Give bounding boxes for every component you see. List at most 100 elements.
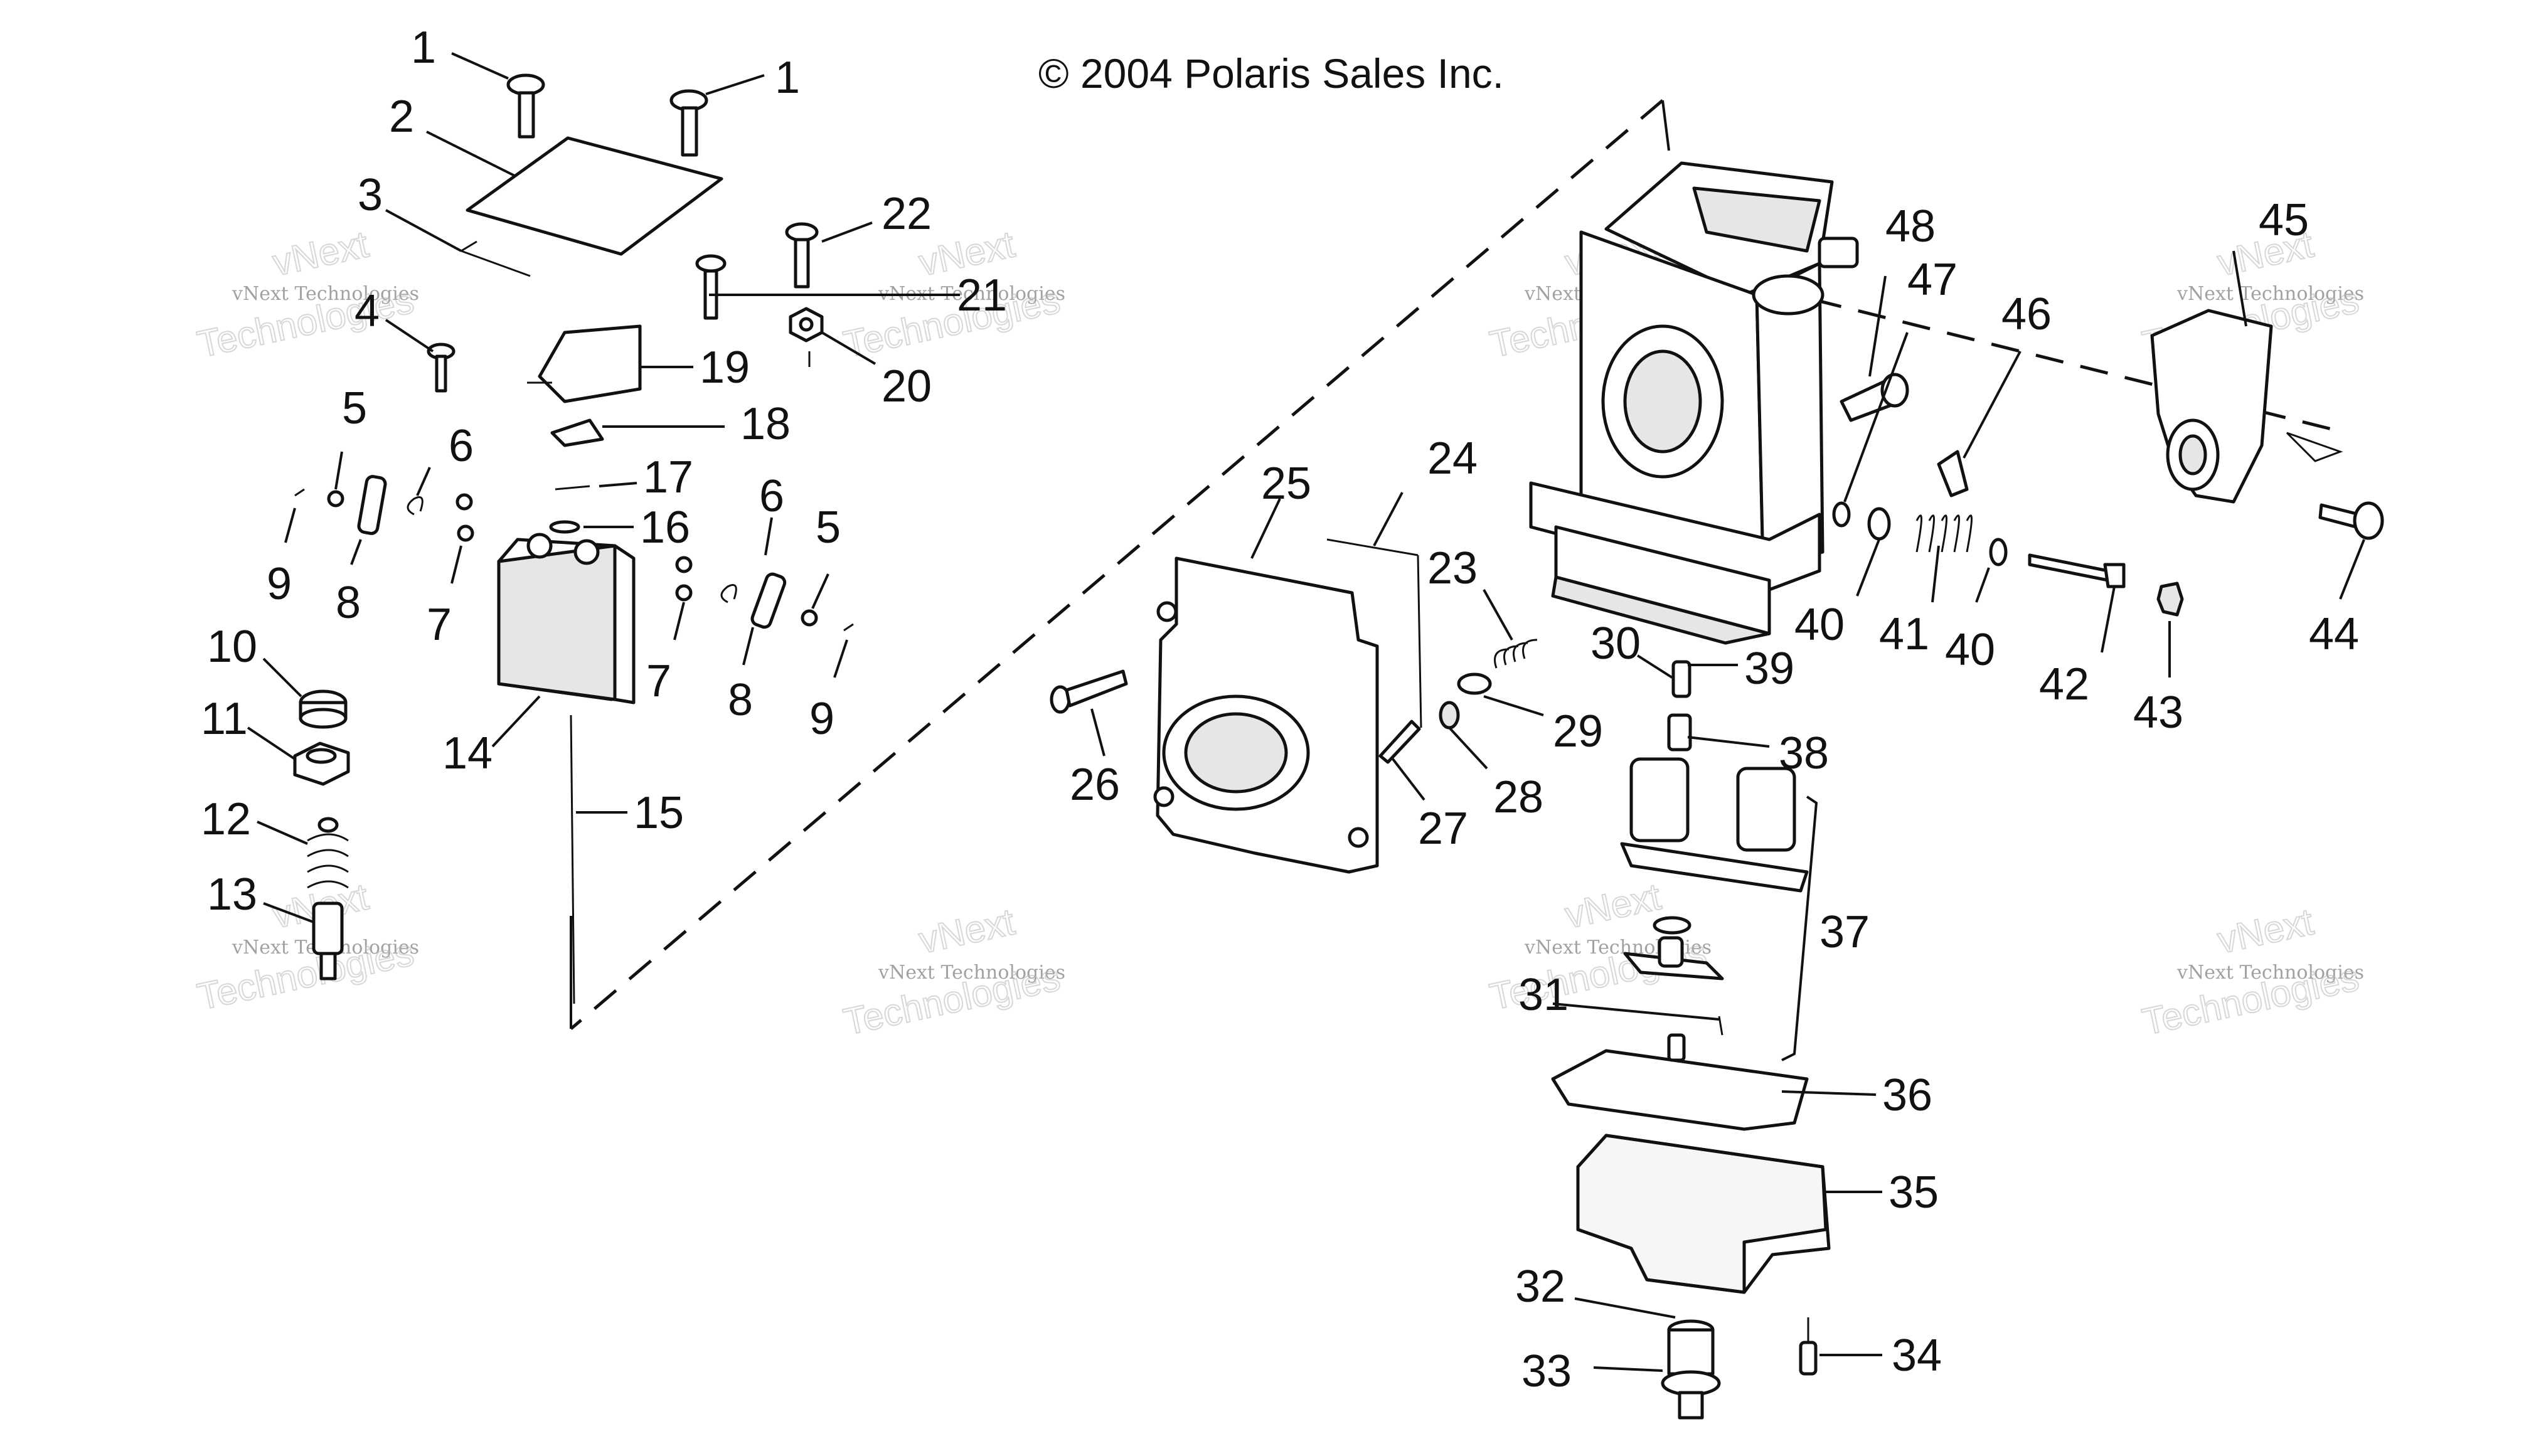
callout-20: 20 — [882, 361, 932, 412]
float-assembly — [1620, 757, 1809, 893]
callout-35: 35 — [1888, 1167, 1939, 1218]
callout-12: 12 — [201, 794, 251, 844]
drain-plug — [1661, 1319, 1721, 1420]
screw-1a — [506, 73, 545, 139]
screw-27 — [1378, 720, 1421, 764]
pin-42 — [2028, 553, 2126, 588]
washer-40b — [1989, 538, 2008, 566]
callout-47: 47 — [1907, 255, 1958, 305]
left-subassembly — [293, 73, 854, 1004]
bracket — [538, 324, 642, 403]
callout-31: 31 — [1518, 970, 1569, 1020]
plate-8b — [750, 572, 787, 629]
screw-22 — [785, 222, 819, 289]
callout-7a: 7 — [427, 600, 452, 650]
spring-23 — [1494, 639, 1538, 669]
screw-26 — [1050, 669, 1128, 714]
group-bracket — [1781, 795, 1818, 1061]
plate-8a — [357, 475, 387, 535]
nut-11 — [293, 741, 350, 786]
callout-37: 37 — [1819, 907, 1870, 957]
callout-21: 21 — [957, 270, 1007, 321]
spring-41 — [1915, 514, 1973, 553]
clip-9a — [294, 488, 305, 497]
callout-14: 14 — [442, 728, 493, 778]
ring-16 — [549, 520, 580, 534]
cap-10 — [299, 689, 348, 729]
callout-18: 18 — [740, 399, 791, 449]
jet-needle — [570, 715, 575, 1004]
callout-9b: 9 — [809, 694, 834, 744]
callout-27: 27 — [1418, 804, 1468, 854]
callout-16: 16 — [640, 502, 690, 553]
callout-26: 26 — [1070, 760, 1120, 810]
clip-6b — [720, 584, 737, 603]
watermark-bottom-center: vNext Technologies vNext Technologies — [839, 900, 1065, 1043]
callout-1a: 1 — [411, 23, 436, 73]
callout-28: 28 — [1493, 772, 1543, 822]
center-subassembly — [1050, 538, 1538, 874]
bowl-gasket — [1551, 1049, 1809, 1131]
callout-22: 22 — [882, 189, 932, 239]
cable-guide — [1417, 555, 1422, 728]
nut-20 — [789, 307, 824, 367]
ring-7b — [457, 524, 474, 542]
watermark-text: vNext Technologies — [232, 283, 419, 305]
callout-39: 39 — [1744, 644, 1794, 694]
clip-9b — [843, 623, 854, 632]
callout-33: 33 — [1521, 1346, 1572, 1396]
callout-19: 19 — [700, 343, 750, 393]
screw-1b — [669, 89, 708, 157]
watermark-text: vNext Technologies — [2176, 283, 2364, 305]
screw-21 — [695, 254, 727, 320]
watermark-text: vNext — [915, 900, 1018, 961]
callout-7b: 7 — [646, 656, 671, 706]
callout-17: 17 — [643, 452, 693, 502]
callout-48: 48 — [1885, 201, 1936, 252]
callout-2: 2 — [389, 92, 414, 142]
needle-17 — [555, 485, 590, 491]
spring-12 — [307, 817, 349, 889]
jet-39 — [1671, 660, 1691, 698]
washer-5b — [801, 609, 818, 627]
carburetor-body — [1529, 161, 1859, 645]
callout-46: 46 — [2001, 289, 2052, 339]
leader-lines — [247, 52, 2365, 1372]
callout-6a: 6 — [449, 421, 474, 471]
intake-flange — [1153, 556, 1379, 874]
callout-32: 32 — [1515, 1262, 1565, 1312]
callout-5b: 5 — [816, 502, 841, 553]
watermark-text: vNext — [2214, 900, 2317, 961]
callout-24: 24 — [1427, 433, 1478, 484]
washer-29 — [1457, 672, 1492, 695]
callout-10: 10 — [207, 622, 257, 672]
callout-38: 38 — [1779, 728, 1829, 778]
callout-23: 23 — [1427, 543, 1478, 593]
fitting-48 — [1840, 373, 1909, 422]
ring-47 — [1832, 501, 1851, 528]
callout-3: 3 — [358, 170, 383, 220]
cap-43 — [2156, 582, 2184, 617]
gasket — [461, 240, 531, 277]
assembly-dashed-lines — [570, 99, 2347, 1030]
right-subassembly — [1529, 161, 2384, 1420]
jet-38 — [1667, 713, 1692, 752]
watermark-text: vNext Technologies — [878, 962, 1065, 984]
callout-41: 41 — [1879, 609, 1929, 659]
callout-13: 13 — [207, 869, 257, 920]
callout-40b: 40 — [1945, 625, 1995, 675]
ring-7d — [675, 584, 693, 602]
callout-29: 29 — [1553, 706, 1603, 757]
washer-40a — [1867, 507, 1891, 541]
callout-43: 43 — [2133, 688, 2183, 738]
callout-11: 11 — [201, 694, 248, 744]
screw-44 — [2318, 501, 2384, 540]
oring-28 — [1439, 701, 1460, 730]
clip-6a — [407, 496, 424, 516]
throttle-slide — [497, 533, 636, 704]
callout-42: 42 — [2039, 659, 2089, 709]
ring-7c — [675, 556, 693, 573]
callout-36: 36 — [1882, 1070, 1932, 1120]
float-pin — [1623, 916, 1724, 980]
